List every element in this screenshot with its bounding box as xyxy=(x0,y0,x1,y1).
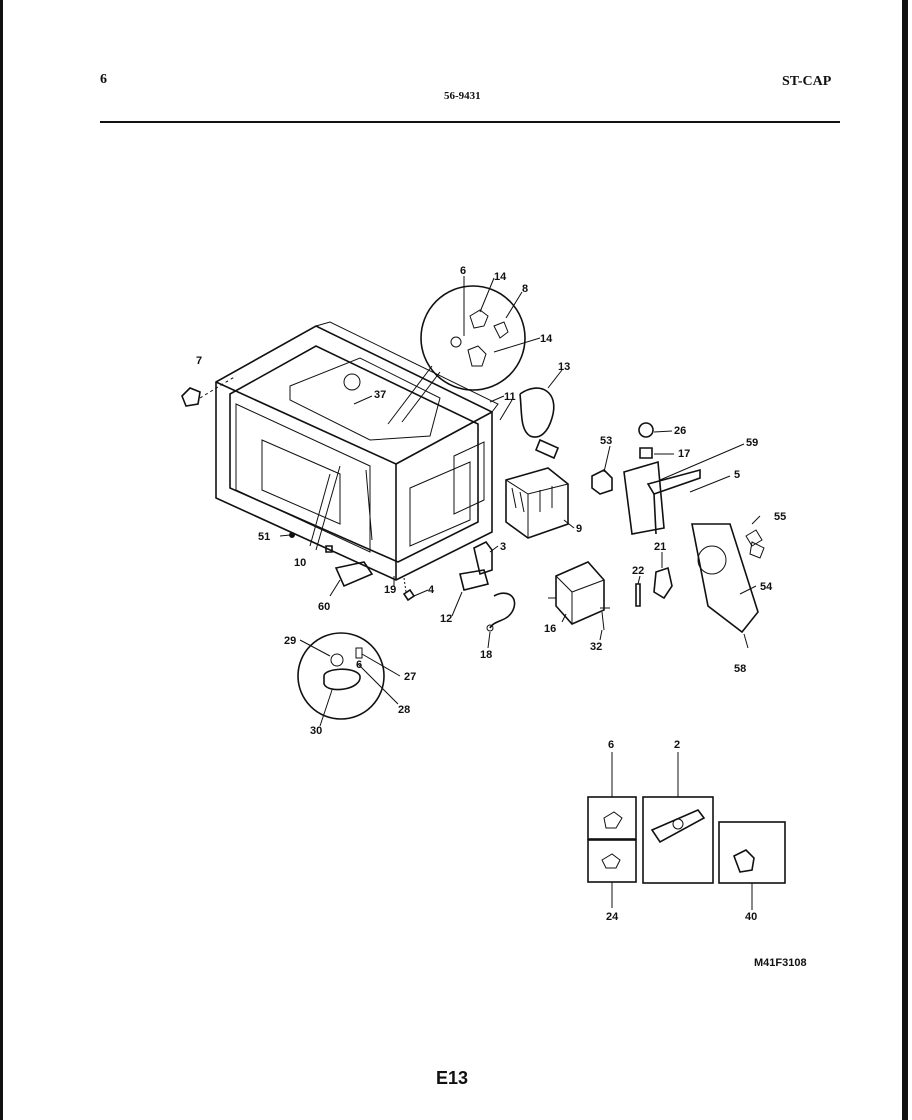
label-4: 4 xyxy=(428,584,435,596)
label-58: 58 xyxy=(734,663,746,675)
oven-cavity xyxy=(215,321,499,581)
page-edge-left xyxy=(0,0,3,1120)
page-number: 6 xyxy=(100,72,107,87)
label-21: 21 xyxy=(654,541,666,553)
label-30: 30 xyxy=(310,725,322,737)
label-11: 11 xyxy=(504,391,516,403)
part-16-capacitor xyxy=(548,561,610,625)
label-14: 14 xyxy=(494,271,507,283)
part-26-lamp xyxy=(638,422,654,459)
part-21-switch xyxy=(635,566,673,607)
label-26: 26 xyxy=(674,425,686,437)
label-51: 51 xyxy=(258,531,270,543)
label-14: 14 xyxy=(540,333,553,345)
label-13: 13 xyxy=(558,361,570,373)
label-8: 8 xyxy=(522,283,528,295)
drawing-id: M41F3108 xyxy=(754,957,807,969)
label-32: 32 xyxy=(590,641,602,653)
part-12-diode xyxy=(459,540,516,632)
part-7 xyxy=(181,375,237,407)
header-rule xyxy=(100,121,840,123)
label-17: 17 xyxy=(678,448,690,460)
model-number: 56-9431 xyxy=(444,90,481,102)
label-27: 27 xyxy=(404,671,416,683)
part-9-transformer xyxy=(505,467,569,539)
label-5: 5 xyxy=(734,469,740,481)
label-60: 60 xyxy=(318,601,330,613)
part-13-cord xyxy=(499,387,560,460)
label-18: 18 xyxy=(480,649,492,661)
label-55: 55 xyxy=(774,511,786,523)
label-54: 54 xyxy=(760,581,773,593)
label-53: 53 xyxy=(600,435,612,447)
part-32-screw xyxy=(601,611,605,631)
section-code: ST-CAP xyxy=(782,74,832,89)
detail-circle-switches xyxy=(387,285,526,425)
label-40: 40 xyxy=(745,911,757,923)
label-2: 2 xyxy=(674,739,680,751)
label-7: 7 xyxy=(196,355,202,367)
label-16: 16 xyxy=(544,623,556,635)
label-6-motor: 6 xyxy=(356,659,362,671)
label-6: 6 xyxy=(460,265,466,277)
part-59-bracket xyxy=(623,460,701,535)
label-9: 9 xyxy=(576,523,582,535)
leader-lines xyxy=(279,276,761,727)
part-58-screw xyxy=(743,633,749,649)
label-29: 29 xyxy=(284,635,296,647)
page-edge-right xyxy=(902,0,908,1120)
label-22: 22 xyxy=(632,565,644,577)
part-54-plate xyxy=(691,523,765,634)
part-53 xyxy=(591,469,613,495)
label-6-inset: 6 xyxy=(608,739,614,751)
label-12: 12 xyxy=(440,613,452,625)
label-37: 37 xyxy=(374,389,386,401)
inset-boxes xyxy=(587,752,786,910)
label-10: 10 xyxy=(294,557,306,569)
part-labels: 7 6 14 8 14 13 11 37 53 26 17 59 5 9 3 5… xyxy=(196,265,786,923)
label-24: 24 xyxy=(606,911,619,923)
label-59: 59 xyxy=(746,437,758,449)
label-3: 3 xyxy=(500,541,506,553)
label-28: 28 xyxy=(398,704,410,716)
label-19: 19 xyxy=(384,584,396,596)
detail-circle-motor xyxy=(297,632,385,720)
page-code: E13 xyxy=(436,1068,469,1088)
